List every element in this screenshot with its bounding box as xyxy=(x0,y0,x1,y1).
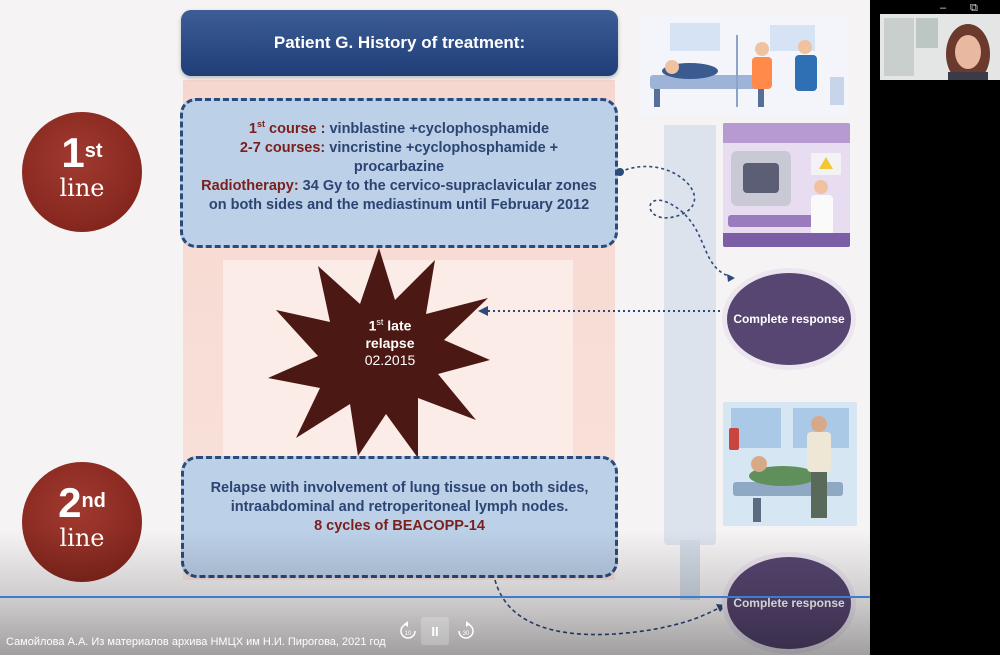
courses-2-7-line: 2-7 courses: vincristine +cyclophosphami… xyxy=(239,139,559,175)
beacopp-highlight: 8 cycles of BEACOPP-14 xyxy=(314,518,485,534)
svg-text:10: 10 xyxy=(405,631,412,637)
relapse-star-burst xyxy=(268,248,490,458)
radiotherapy-line: Radiotherapy: 34 Gy to the cervico-supra… xyxy=(201,177,597,213)
rewind-10-button[interactable]: 10 xyxy=(394,617,422,645)
pause-button[interactable]: II xyxy=(421,617,449,645)
complete-response-1: Complete response xyxy=(722,268,856,370)
patient-visit-illustration xyxy=(723,402,857,526)
relapse-connector xyxy=(478,306,726,316)
second-line-number: 2 xyxy=(58,479,82,526)
first-line-badge: 1st line xyxy=(22,112,142,232)
relapse-date: 02.2015 xyxy=(364,351,416,368)
first-line-word: line xyxy=(59,174,105,202)
radiotherapy-illustration xyxy=(723,123,850,247)
second-line-word: line xyxy=(59,524,105,552)
timeline-column xyxy=(664,125,716,545)
presentation-slide: Patient G. History of treatment: 1st lin… xyxy=(0,0,870,655)
forward-30-button[interactable]: 30 xyxy=(452,617,480,645)
timeline-column-neck xyxy=(680,540,700,600)
video-progress-bar[interactable] xyxy=(0,596,870,598)
webcam-feed xyxy=(880,14,1000,80)
complete-response-2: Complete response xyxy=(722,552,856,654)
presenter-video-thumbnail xyxy=(880,14,1000,80)
relapse-description: Relapse with involvement of lung tissue … xyxy=(210,480,589,515)
first-line-treatment-box: 1st course : vinblastine +cyclophosphami… xyxy=(180,98,618,248)
svg-text:30: 30 xyxy=(463,631,470,637)
slide-title: Patient G. History of treatment: xyxy=(181,10,618,76)
second-line-treatment-box: Relapse with involvement of lung tissue … xyxy=(181,456,618,578)
first-course-line: 1st course : vinblastine +cyclophosphami… xyxy=(248,119,550,137)
forward-icon: 30 xyxy=(458,621,474,639)
video-caption: Самойлова А.А. Из материалов архива НМЦХ… xyxy=(6,636,386,648)
hospital-bed-illustration xyxy=(640,15,850,115)
second-line-suffix: nd xyxy=(81,490,106,512)
first-line-suffix: st xyxy=(84,140,103,162)
relapse-label: 1st late relapse 02.2015 xyxy=(330,314,450,369)
second-line-badge: 2nd line xyxy=(22,462,142,582)
response-connector-1 xyxy=(616,165,736,282)
response-connector-2 xyxy=(494,579,726,636)
first-line-number: 1 xyxy=(61,129,85,176)
restore-button[interactable]: ⧉ xyxy=(970,2,978,14)
rewind-icon: 10 xyxy=(400,621,416,639)
minimize-button[interactable]: – xyxy=(940,2,947,14)
